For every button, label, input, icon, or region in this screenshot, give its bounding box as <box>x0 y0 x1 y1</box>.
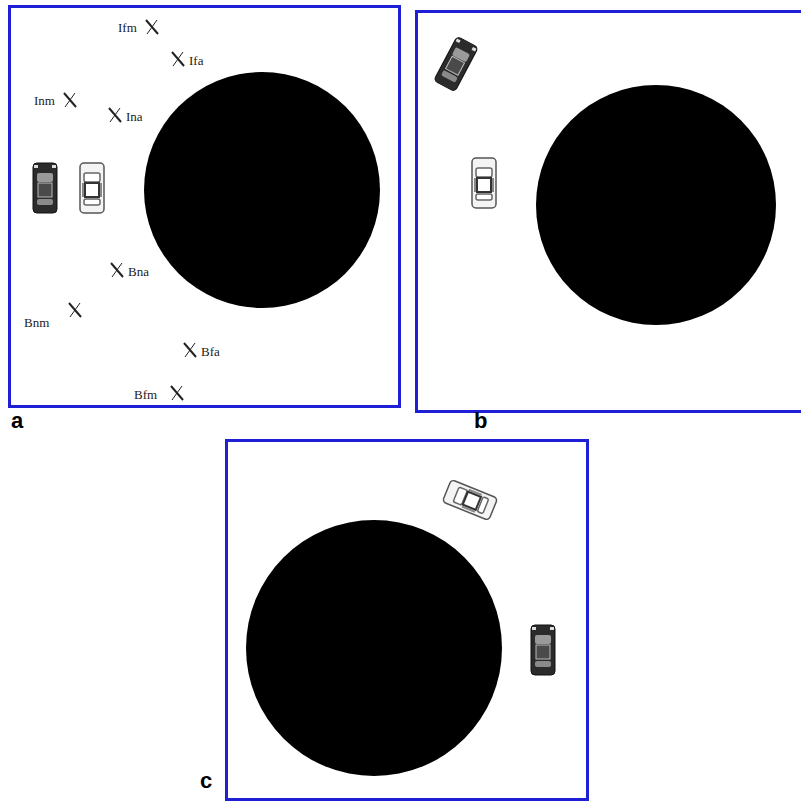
marker-label: Inm <box>34 94 55 107</box>
marker-label: Bna <box>128 265 149 278</box>
cross-marker <box>111 263 123 277</box>
cross-marker <box>184 343 196 357</box>
panel-frame <box>10 7 400 407</box>
obstacle-disc <box>536 85 776 325</box>
cross-marker <box>69 303 81 317</box>
obstacle-disc <box>144 72 380 308</box>
panel-frame <box>417 12 801 412</box>
marker-label: Bfa <box>201 345 220 358</box>
marker-label: Ina <box>126 110 143 123</box>
light-car <box>472 158 496 208</box>
marker-label: Ifm <box>118 21 137 34</box>
panel-letter: b <box>474 410 487 432</box>
obstacle-disc <box>246 520 502 776</box>
cross-marker <box>64 93 76 107</box>
marker-label: Ifa <box>189 54 203 67</box>
cross-marker <box>109 108 121 122</box>
panel-letter: a <box>11 410 23 432</box>
dark-car <box>434 36 479 91</box>
panel-letter: c <box>200 770 212 792</box>
cross-marker <box>171 386 183 400</box>
cross-marker <box>172 52 184 66</box>
light-car <box>442 480 497 521</box>
marker-label: Bfm <box>134 388 157 401</box>
marker-label: Bnm <box>24 316 49 329</box>
cross-marker <box>146 20 158 34</box>
dark-car <box>33 163 57 213</box>
light-car <box>80 163 104 213</box>
dark-car <box>531 625 555 675</box>
panel-frame <box>227 441 588 800</box>
